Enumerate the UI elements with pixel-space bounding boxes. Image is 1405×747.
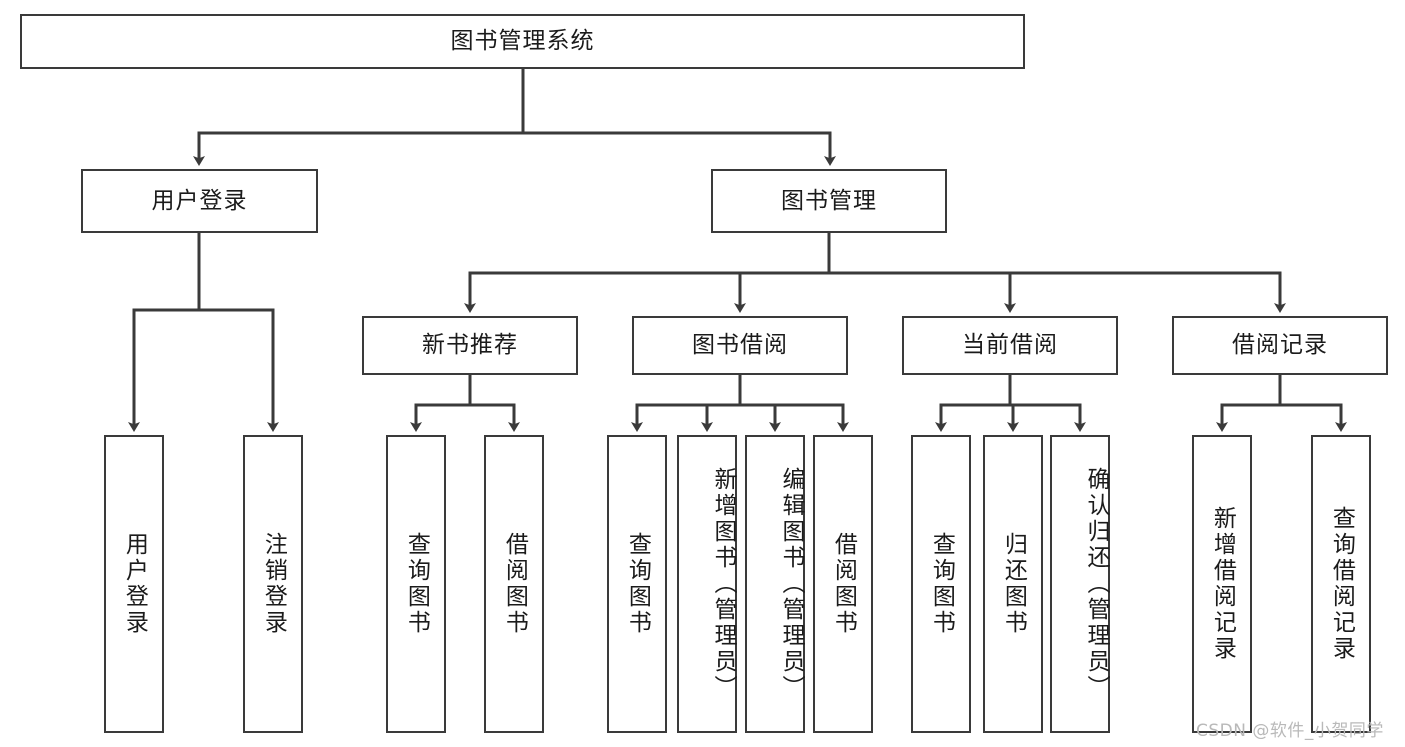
node-leaf-query-record-label: 查询借阅记录	[1328, 506, 1355, 662]
node-new-book-recommend[interactable]: 新书推荐	[362, 316, 578, 375]
node-leaf-query-book-cb-label: 查询图书	[928, 532, 955, 636]
node-book-manage-label: 图书管理	[781, 187, 877, 214]
node-user-login[interactable]: 用户登录	[81, 169, 318, 233]
node-current-borrow-label: 当前借阅	[962, 332, 1058, 359]
node-leaf-user-login[interactable]: 用户登录	[104, 435, 164, 733]
node-leaf-query-book-cb[interactable]: 查询图书	[911, 435, 971, 733]
node-leaf-confirm-return[interactable]: 确认归还（管理员）	[1050, 435, 1110, 733]
node-leaf-edit-book-label: 编辑图书（管理员）	[778, 467, 804, 701]
node-leaf-return-book-label: 归还图书	[1000, 532, 1027, 636]
node-book-manage[interactable]: 图书管理	[711, 169, 947, 233]
node-leaf-logout-label: 注销登录	[260, 532, 287, 636]
node-leaf-query-book-rec[interactable]: 查询图书	[386, 435, 446, 733]
node-new-book-recommend-label: 新书推荐	[422, 332, 518, 359]
node-leaf-user-login-label: 用户登录	[121, 532, 148, 636]
watermark: CSDN @软件_小贺同学	[1196, 721, 1384, 741]
node-leaf-query-book-rec-label: 查询图书	[403, 532, 430, 636]
node-leaf-edit-book[interactable]: 编辑图书（管理员）	[745, 435, 805, 733]
node-leaf-query-book-bb[interactable]: 查询图书	[607, 435, 667, 733]
node-leaf-add-book-label: 新增图书（管理员）	[710, 467, 736, 701]
node-root-label: 图书管理系统	[450, 28, 595, 55]
node-user-login-label: 用户登录	[151, 187, 248, 214]
node-leaf-borrow-book-rec[interactable]: 借阅图书	[484, 435, 544, 733]
node-leaf-query-record[interactable]: 查询借阅记录	[1311, 435, 1371, 733]
node-borrow-record-label: 借阅记录	[1232, 332, 1328, 359]
node-leaf-add-record-label: 新增借阅记录	[1209, 506, 1236, 662]
node-borrow-record[interactable]: 借阅记录	[1172, 316, 1388, 375]
node-book-borrow[interactable]: 图书借阅	[632, 316, 848, 375]
node-leaf-confirm-return-label: 确认归还（管理员）	[1083, 467, 1109, 701]
node-leaf-borrow-book-bb-label: 借阅图书	[830, 532, 857, 636]
node-leaf-query-book-bb-label: 查询图书	[624, 532, 651, 636]
node-leaf-add-record[interactable]: 新增借阅记录	[1192, 435, 1252, 733]
node-leaf-logout[interactable]: 注销登录	[243, 435, 303, 733]
node-leaf-return-book[interactable]: 归还图书	[983, 435, 1043, 733]
node-leaf-borrow-book-bb[interactable]: 借阅图书	[813, 435, 873, 733]
node-leaf-borrow-book-rec-label: 借阅图书	[501, 532, 528, 636]
node-current-borrow[interactable]: 当前借阅	[902, 316, 1118, 375]
node-root[interactable]: 图书管理系统	[20, 14, 1025, 69]
node-book-borrow-label: 图书借阅	[692, 332, 788, 359]
node-leaf-add-book[interactable]: 新增图书（管理员）	[677, 435, 737, 733]
